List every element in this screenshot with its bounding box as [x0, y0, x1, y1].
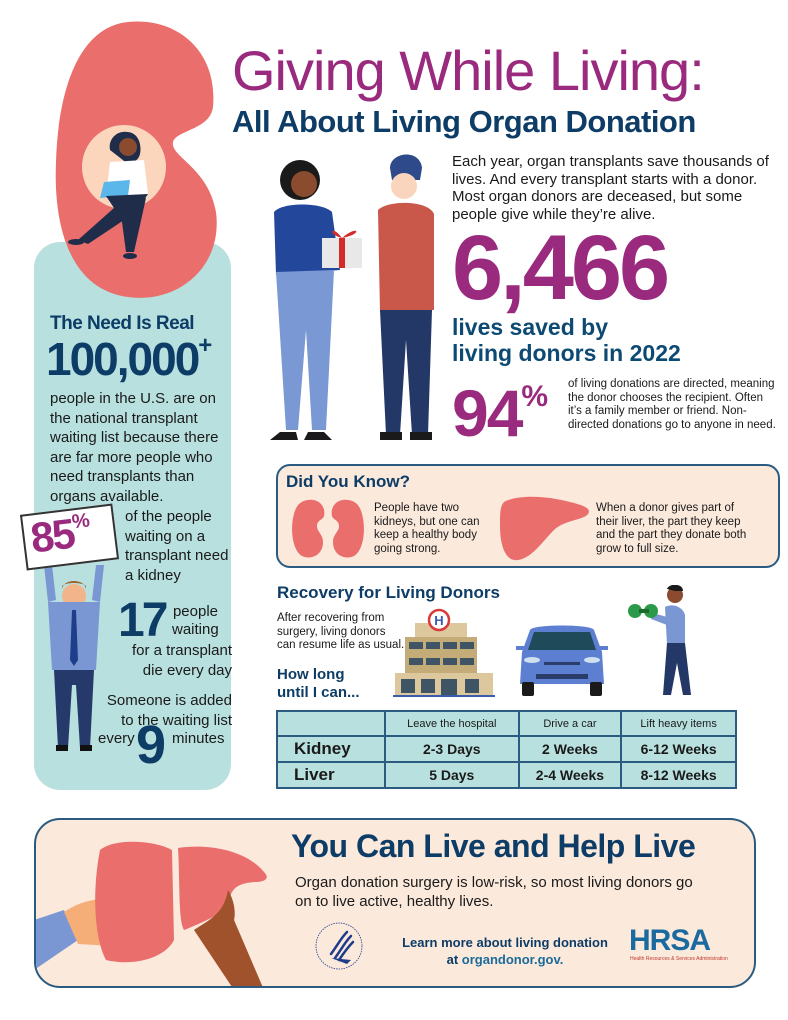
table-row: Liver 5 Days 2-4 Weeks 8-12 Weeks	[276, 761, 737, 789]
table-cell: 6-12 Weeks	[620, 735, 737, 763]
waiting-list-text: people in the U.S. are on the national t…	[50, 390, 219, 505]
percent-sign: %	[521, 380, 548, 413]
organdonor-link[interactable]: organdonor.gov.	[461, 952, 564, 967]
intro-text: Each year, organ transplants save thousa…	[452, 153, 769, 223]
liver-fact: When a donor gives part of their liver, …	[596, 502, 747, 555]
hospital-icon: H	[393, 608, 495, 697]
table-header-row: Leave the hospital Drive a car Lift heav…	[276, 710, 737, 737]
table-cell: 2 Weeks	[517, 735, 623, 763]
bottom-banner	[34, 818, 756, 988]
did-you-know-box: Did You Know? People have two kidneys, b…	[276, 464, 780, 568]
lives-saved-label: lives saved by living donors in 2022	[452, 314, 681, 366]
table-cell: 8-12 Weeks	[620, 761, 737, 789]
table-header-cell: Leave the hospital	[384, 710, 520, 737]
percent-sign: %	[70, 509, 90, 534]
deaths-stat-text-a: people waiting	[172, 603, 219, 638]
person-lifting-weights-illustration	[628, 585, 691, 695]
waiting-list-stat: 100,000+	[46, 333, 212, 385]
gift-giving-illustration	[270, 154, 434, 440]
learn-more-line1: Learn more about living donation	[402, 935, 608, 950]
hhs-seal-logo	[315, 922, 363, 970]
added-every: every	[98, 730, 135, 747]
hrsa-subtitle: Health Resources & Services Administrati…	[630, 956, 728, 962]
liver-hands-illustration	[36, 841, 267, 986]
deaths-stat-number: 17	[118, 594, 168, 647]
page-title: Giving While Living:	[232, 39, 705, 102]
table-row: Kidney 2-3 Days 2 Weeks 6-12 Weeks	[276, 735, 737, 763]
recovery-title: Recovery for Living Donors	[277, 583, 500, 602]
learn-more: Learn more about living donation at orga…	[385, 934, 625, 968]
recovery-text: After recovering from surgery, living do…	[277, 612, 405, 651]
deaths-stat-text-b: for a transplant die every day	[131, 642, 232, 679]
table-cell: 5 Days	[384, 761, 520, 789]
table-header-cell: Lift heavy items	[620, 710, 737, 737]
kidney-fact: People have two kidneys, but one can kee…	[374, 502, 480, 555]
did-you-know-title: Did You Know?	[286, 472, 411, 491]
lives-saved-label-line1: lives saved by	[452, 314, 608, 340]
banner-text: Organ donation surgery is low-risk, so m…	[295, 874, 693, 910]
how-long-line1: How long	[277, 666, 345, 683]
dumbbell-icon	[628, 604, 642, 618]
table-row-label: Kidney	[276, 735, 386, 763]
liver-icon	[500, 496, 589, 561]
learn-more-line2: at organdonor.gov.	[385, 951, 625, 968]
directed-stat-number: 94	[452, 376, 523, 450]
hospital-sign: H	[434, 613, 443, 628]
table-cell: 2-4 Weeks	[517, 761, 623, 789]
banner-title: You Can Live and Help Live	[291, 828, 696, 864]
table-row-label: Liver	[276, 761, 386, 789]
waiting-list-number: 100,000	[46, 333, 200, 385]
kidney-woman-illustration	[55, 21, 217, 298]
table-header-cell: Drive a car	[517, 710, 623, 737]
added-minutes: minutes	[172, 730, 225, 747]
man-holding-sign-illustration	[44, 565, 104, 751]
kidney-stat-number: 85	[27, 509, 77, 562]
two-kidneys-icon	[292, 499, 364, 558]
table-header-cell	[276, 710, 386, 737]
learn-more-prefix: at	[446, 952, 462, 967]
car-icon	[516, 625, 608, 696]
kidney-stat-text: of the people waiting on a transplant ne…	[125, 508, 229, 584]
how-long-line2: until I can...	[277, 684, 360, 701]
lives-saved-number: 6,466	[452, 217, 670, 319]
page-subtitle: All About Living Organ Donation	[232, 104, 696, 139]
directed-stat-text: of living donations are directed, meanin…	[568, 378, 776, 431]
recovery-table: Leave the hospital Drive a car Lift heav…	[276, 710, 737, 789]
need-title: The Need Is Real	[50, 313, 195, 334]
hrsa-logo: HRSA	[629, 924, 711, 957]
sign-85-percent: 85%	[19, 503, 120, 571]
table-cell: 2-3 Days	[384, 735, 520, 763]
plus-suffix: +	[198, 332, 212, 359]
added-stat-text: Someone is added to the waiting list	[106, 692, 232, 729]
directed-stat: 94%	[452, 380, 548, 446]
lives-saved-label-line2: living donors in 2022	[452, 340, 681, 366]
how-long-label: How long until I can...	[277, 666, 360, 702]
added-stat-number: 9	[136, 715, 167, 775]
